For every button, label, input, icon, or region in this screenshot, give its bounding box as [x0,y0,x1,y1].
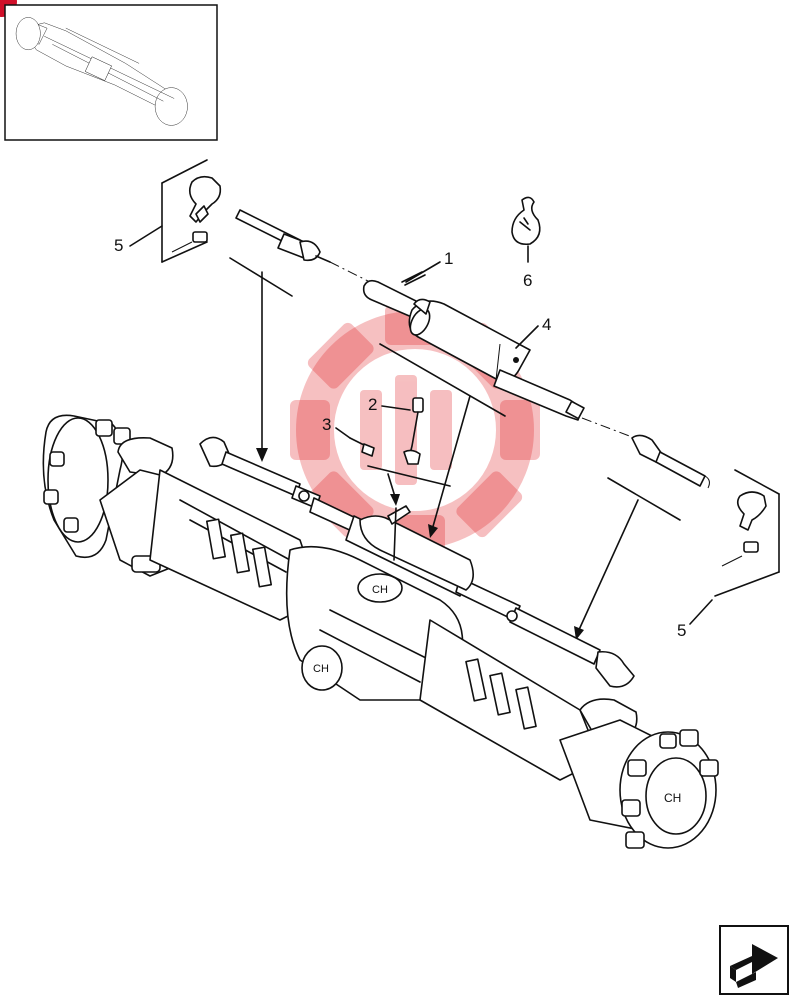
inner-tie-rod-left[interactable] [235,209,371,283]
svg-text:CH: CH [664,791,681,805]
svg-text:CH: CH [313,663,329,675]
leader-line-4 [431,395,471,531]
callout-5-lower: 5 [677,621,686,640]
callout-2: 2 [368,395,377,414]
next-page-arrow-icon[interactable] [719,925,789,995]
sensor-part-2[interactable] [403,397,424,465]
tie-rod-end-lower-right[interactable] [714,469,780,597]
callout-6: 6 [523,271,532,290]
leader-line-5b [577,499,639,633]
bolt-part-3[interactable] [349,437,375,457]
callout-4: 4 [542,315,551,334]
front-axle-assembly[interactable]: CH CH CH [42,414,719,849]
hardware-kit-part-6[interactable] [511,196,541,263]
callout-5-upper: 5 [114,236,123,255]
inner-tie-rod-right[interactable] [631,434,710,489]
tie-rod-end-upper-left[interactable] [161,159,222,263]
steering-cylinder-part-4[interactable] [362,279,585,421]
svg-text:CH: CH [372,584,388,596]
callout-3: 3 [322,415,331,434]
callout-1: 1 [444,249,453,268]
axle-thumbnail-icon[interactable] [4,4,218,141]
